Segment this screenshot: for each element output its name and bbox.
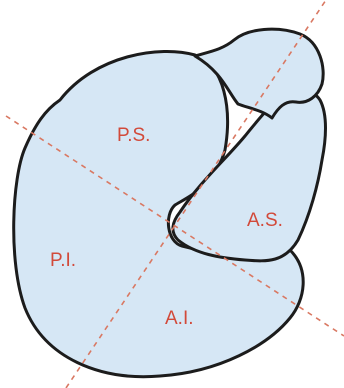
region-label-anterior-inferior: A.I. [165, 308, 194, 329]
region-label-posterior-inferior: P.I. [50, 250, 76, 271]
region-label-anterior-superior: A.S. [247, 210, 283, 231]
region-label-posterior-superior: P.S. [117, 125, 150, 146]
